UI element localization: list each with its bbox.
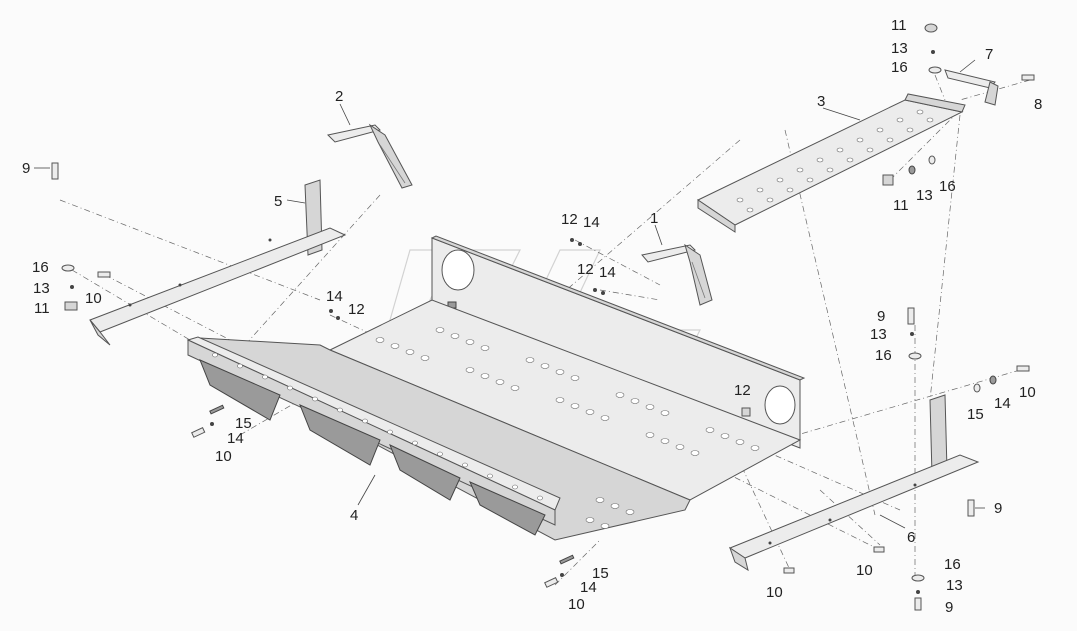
lock-washer-icon bbox=[593, 288, 597, 292]
washer-icon bbox=[928, 155, 936, 165]
lock-washer-icon bbox=[989, 375, 997, 385]
callout-14: 14 bbox=[599, 264, 616, 281]
callout-9: 9 bbox=[22, 160, 30, 177]
washer-icon bbox=[908, 352, 922, 360]
callout-9: 9 bbox=[877, 308, 885, 325]
nut-icon bbox=[601, 291, 605, 295]
lock-washer-icon bbox=[570, 238, 574, 242]
callout-10: 10 bbox=[1019, 384, 1036, 401]
callout-10: 10 bbox=[856, 562, 873, 579]
callout-16: 16 bbox=[875, 347, 892, 364]
bolt-icon bbox=[51, 162, 59, 180]
lock-washer-icon bbox=[210, 422, 214, 426]
nut-icon bbox=[924, 23, 938, 33]
callout-14: 14 bbox=[227, 430, 244, 447]
bolt-icon bbox=[1021, 74, 1035, 81]
part-7-bracket bbox=[944, 69, 999, 106]
bolt-icon bbox=[1016, 365, 1030, 372]
washer-icon bbox=[911, 574, 925, 582]
callout-13: 13 bbox=[916, 187, 933, 204]
callout-14: 14 bbox=[326, 288, 343, 305]
bolt-icon bbox=[544, 576, 559, 588]
callout-7: 7 bbox=[985, 46, 993, 63]
lock-washer-icon bbox=[931, 50, 935, 54]
callout-14: 14 bbox=[994, 395, 1011, 412]
callout-15: 15 bbox=[592, 565, 609, 582]
callout-10: 10 bbox=[85, 290, 102, 307]
callout-10: 10 bbox=[766, 584, 783, 601]
callout-8: 8 bbox=[1034, 96, 1042, 113]
lock-washer-icon bbox=[908, 165, 916, 175]
nut-icon bbox=[578, 242, 582, 246]
bolt-icon bbox=[873, 546, 885, 553]
callout-13: 13 bbox=[33, 280, 50, 297]
fasteners bbox=[51, 23, 1035, 611]
callout-13: 13 bbox=[891, 40, 908, 57]
callout-4: 4 bbox=[350, 507, 358, 524]
callout-2: 2 bbox=[335, 88, 343, 105]
callout-11: 11 bbox=[893, 197, 909, 214]
callout-15: 15 bbox=[967, 406, 984, 423]
nut-icon bbox=[882, 174, 894, 186]
callout-16: 16 bbox=[944, 556, 961, 573]
callout-9: 9 bbox=[945, 599, 953, 616]
bolt-icon bbox=[97, 271, 111, 278]
callout-14: 14 bbox=[580, 579, 597, 596]
lock-washer-icon bbox=[560, 573, 564, 577]
callout-13: 13 bbox=[870, 326, 887, 343]
bolt-icon bbox=[914, 597, 922, 611]
callout-16: 16 bbox=[891, 59, 908, 76]
callout-13: 13 bbox=[946, 577, 963, 594]
callout-16: 16 bbox=[939, 178, 956, 195]
lock-washer-icon bbox=[329, 309, 333, 313]
lock-washer-icon bbox=[916, 590, 920, 594]
step-edge-perforations bbox=[212, 352, 543, 501]
callout-6: 6 bbox=[907, 529, 915, 546]
callout-15: 15 bbox=[235, 415, 252, 432]
bolt-icon bbox=[907, 307, 915, 325]
callout-12: 12 bbox=[577, 261, 594, 278]
callout-labels: 9 2 5 16 13 10 11 14 12 12 14 1 12 14 11… bbox=[22, 17, 1042, 616]
leader-lines bbox=[34, 59, 985, 529]
washer-icon bbox=[973, 383, 981, 393]
washer-icon bbox=[559, 554, 575, 565]
callout-10: 10 bbox=[568, 596, 585, 613]
callout-16: 16 bbox=[32, 259, 49, 276]
lock-washer-icon bbox=[70, 285, 74, 289]
callout-9: 9 bbox=[994, 500, 1002, 517]
part-6-right-support bbox=[728, 394, 980, 572]
callout-11: 11 bbox=[34, 300, 50, 317]
part-2-bracket bbox=[326, 123, 413, 189]
callout-11: 11 bbox=[891, 17, 907, 34]
lock-washer-icon bbox=[910, 332, 914, 336]
callout-12: 12 bbox=[348, 301, 365, 318]
part-4-floor-platform bbox=[186, 299, 802, 541]
part-5-left-support bbox=[89, 179, 347, 346]
bolt-icon bbox=[191, 426, 206, 438]
callout-14: 14 bbox=[583, 214, 600, 231]
floor-perforations bbox=[375, 327, 760, 529]
callout-3: 3 bbox=[817, 93, 825, 110]
callout-12: 12 bbox=[734, 382, 751, 399]
washer-icon bbox=[209, 404, 225, 415]
nut-icon bbox=[336, 316, 340, 320]
callout-12: 12 bbox=[561, 211, 578, 228]
part-1-rear-frame bbox=[430, 235, 806, 449]
part-1-bracket bbox=[641, 243, 713, 306]
bolt-icon bbox=[967, 499, 975, 517]
nut-icon bbox=[64, 301, 78, 311]
upper-step-perforations bbox=[736, 109, 934, 213]
callout-1: 1 bbox=[650, 210, 658, 227]
bolt-icon bbox=[783, 567, 795, 574]
washer-icon bbox=[61, 264, 75, 272]
washer-icon bbox=[928, 66, 942, 74]
callout-10: 10 bbox=[215, 448, 232, 465]
callout-5: 5 bbox=[274, 193, 282, 210]
part-3-upper-step bbox=[697, 93, 966, 233]
nut-icon bbox=[741, 407, 751, 417]
